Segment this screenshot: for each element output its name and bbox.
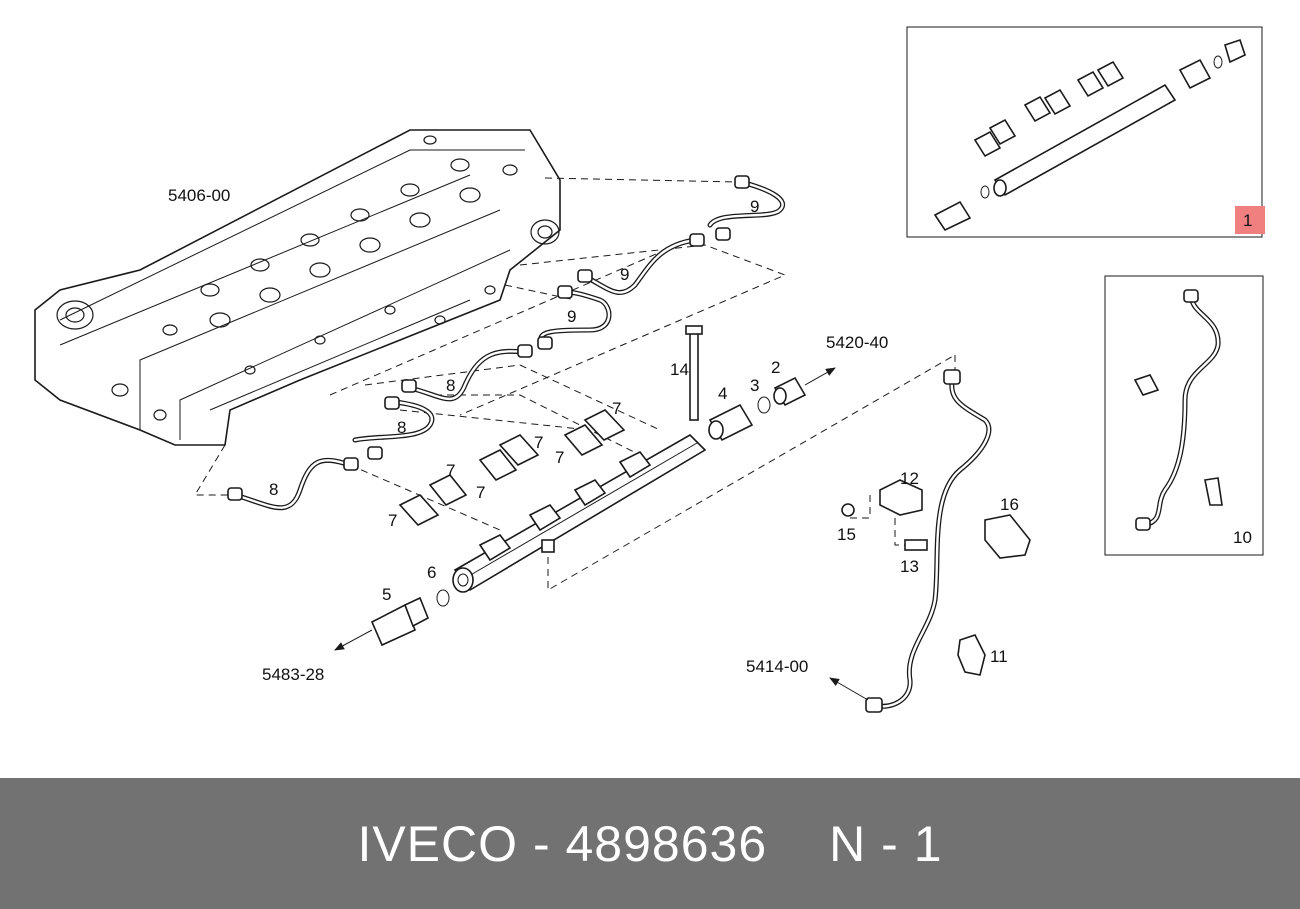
callout-16: 16 (1000, 495, 1019, 514)
callout-3: 3 (750, 376, 759, 395)
callout-4: 4 (718, 384, 727, 403)
label-5414-00: 5414-00 (746, 657, 808, 676)
relief-valve-group[interactable] (708, 376, 807, 442)
callout-9a: 9 (750, 197, 759, 216)
label-5483-28: 5483-28 (262, 665, 324, 684)
callout-8a: 8 (446, 376, 455, 395)
callout-7a: 7 (612, 399, 621, 418)
position-prefix: N (829, 815, 867, 872)
injector-connectors[interactable] (398, 409, 626, 526)
pressure-sensor[interactable] (370, 589, 450, 647)
callout-7b: 7 (534, 433, 543, 452)
callout-10: 10 (1233, 528, 1252, 547)
callout-12: 12 (900, 469, 919, 488)
callout-7d: 7 (446, 461, 455, 480)
injector-pipes[interactable] (227, 175, 785, 511)
fuel-rail[interactable] (452, 434, 707, 593)
callout-13: 13 (900, 557, 919, 576)
callout-6: 6 (427, 563, 436, 582)
label-5420-40: 5420-40 (826, 333, 888, 352)
callout-5: 5 (382, 585, 391, 604)
callout-7e: 7 (476, 483, 485, 502)
callout-8b: 8 (397, 418, 406, 437)
callout-14: 14 (670, 360, 689, 379)
footer-dash-2: - (881, 815, 899, 872)
callout-15: 15 (837, 525, 856, 544)
position-number: 1 (913, 815, 943, 872)
callout-8c: 8 (269, 480, 278, 499)
callout-1: 1 (1243, 211, 1252, 230)
label-5406-00: 5406-00 (168, 186, 230, 205)
callout-2: 2 (771, 358, 780, 377)
inset-return-pipe[interactable] (1104, 275, 1264, 556)
callout-labels: 5406-00 5420-40 5483-28 5414-00 1 2 3 4 … (168, 186, 1252, 684)
reference-arrows (334, 367, 869, 701)
callout-9c: 9 (567, 307, 576, 326)
callout-11: 11 (990, 647, 1008, 666)
highlight-badge (1235, 206, 1265, 234)
part-footer: IVECO - 4898636 N - 1 (0, 778, 1300, 909)
brand-name: IVECO (357, 815, 519, 872)
footer-dash: - (532, 815, 551, 872)
callout-9b: 9 (620, 265, 629, 284)
parts-diagram: 5406-00 5420-40 5483-28 5414-00 1 2 3 4 … (34, 26, 1265, 713)
part-number: 4898636 (565, 815, 768, 872)
exploded-view-drawing: 5406-00 5420-40 5483-28 5414-00 1 2 3 4 … (34, 26, 1265, 713)
callout-7c: 7 (555, 448, 564, 467)
cylinder-head[interactable] (34, 129, 561, 446)
return-pipe[interactable] (865, 369, 992, 713)
callout-7f: 7 (388, 511, 397, 530)
inset-rail-assembly[interactable] (906, 26, 1265, 238)
brackets[interactable] (841, 479, 1031, 676)
stud-14[interactable] (685, 325, 703, 421)
